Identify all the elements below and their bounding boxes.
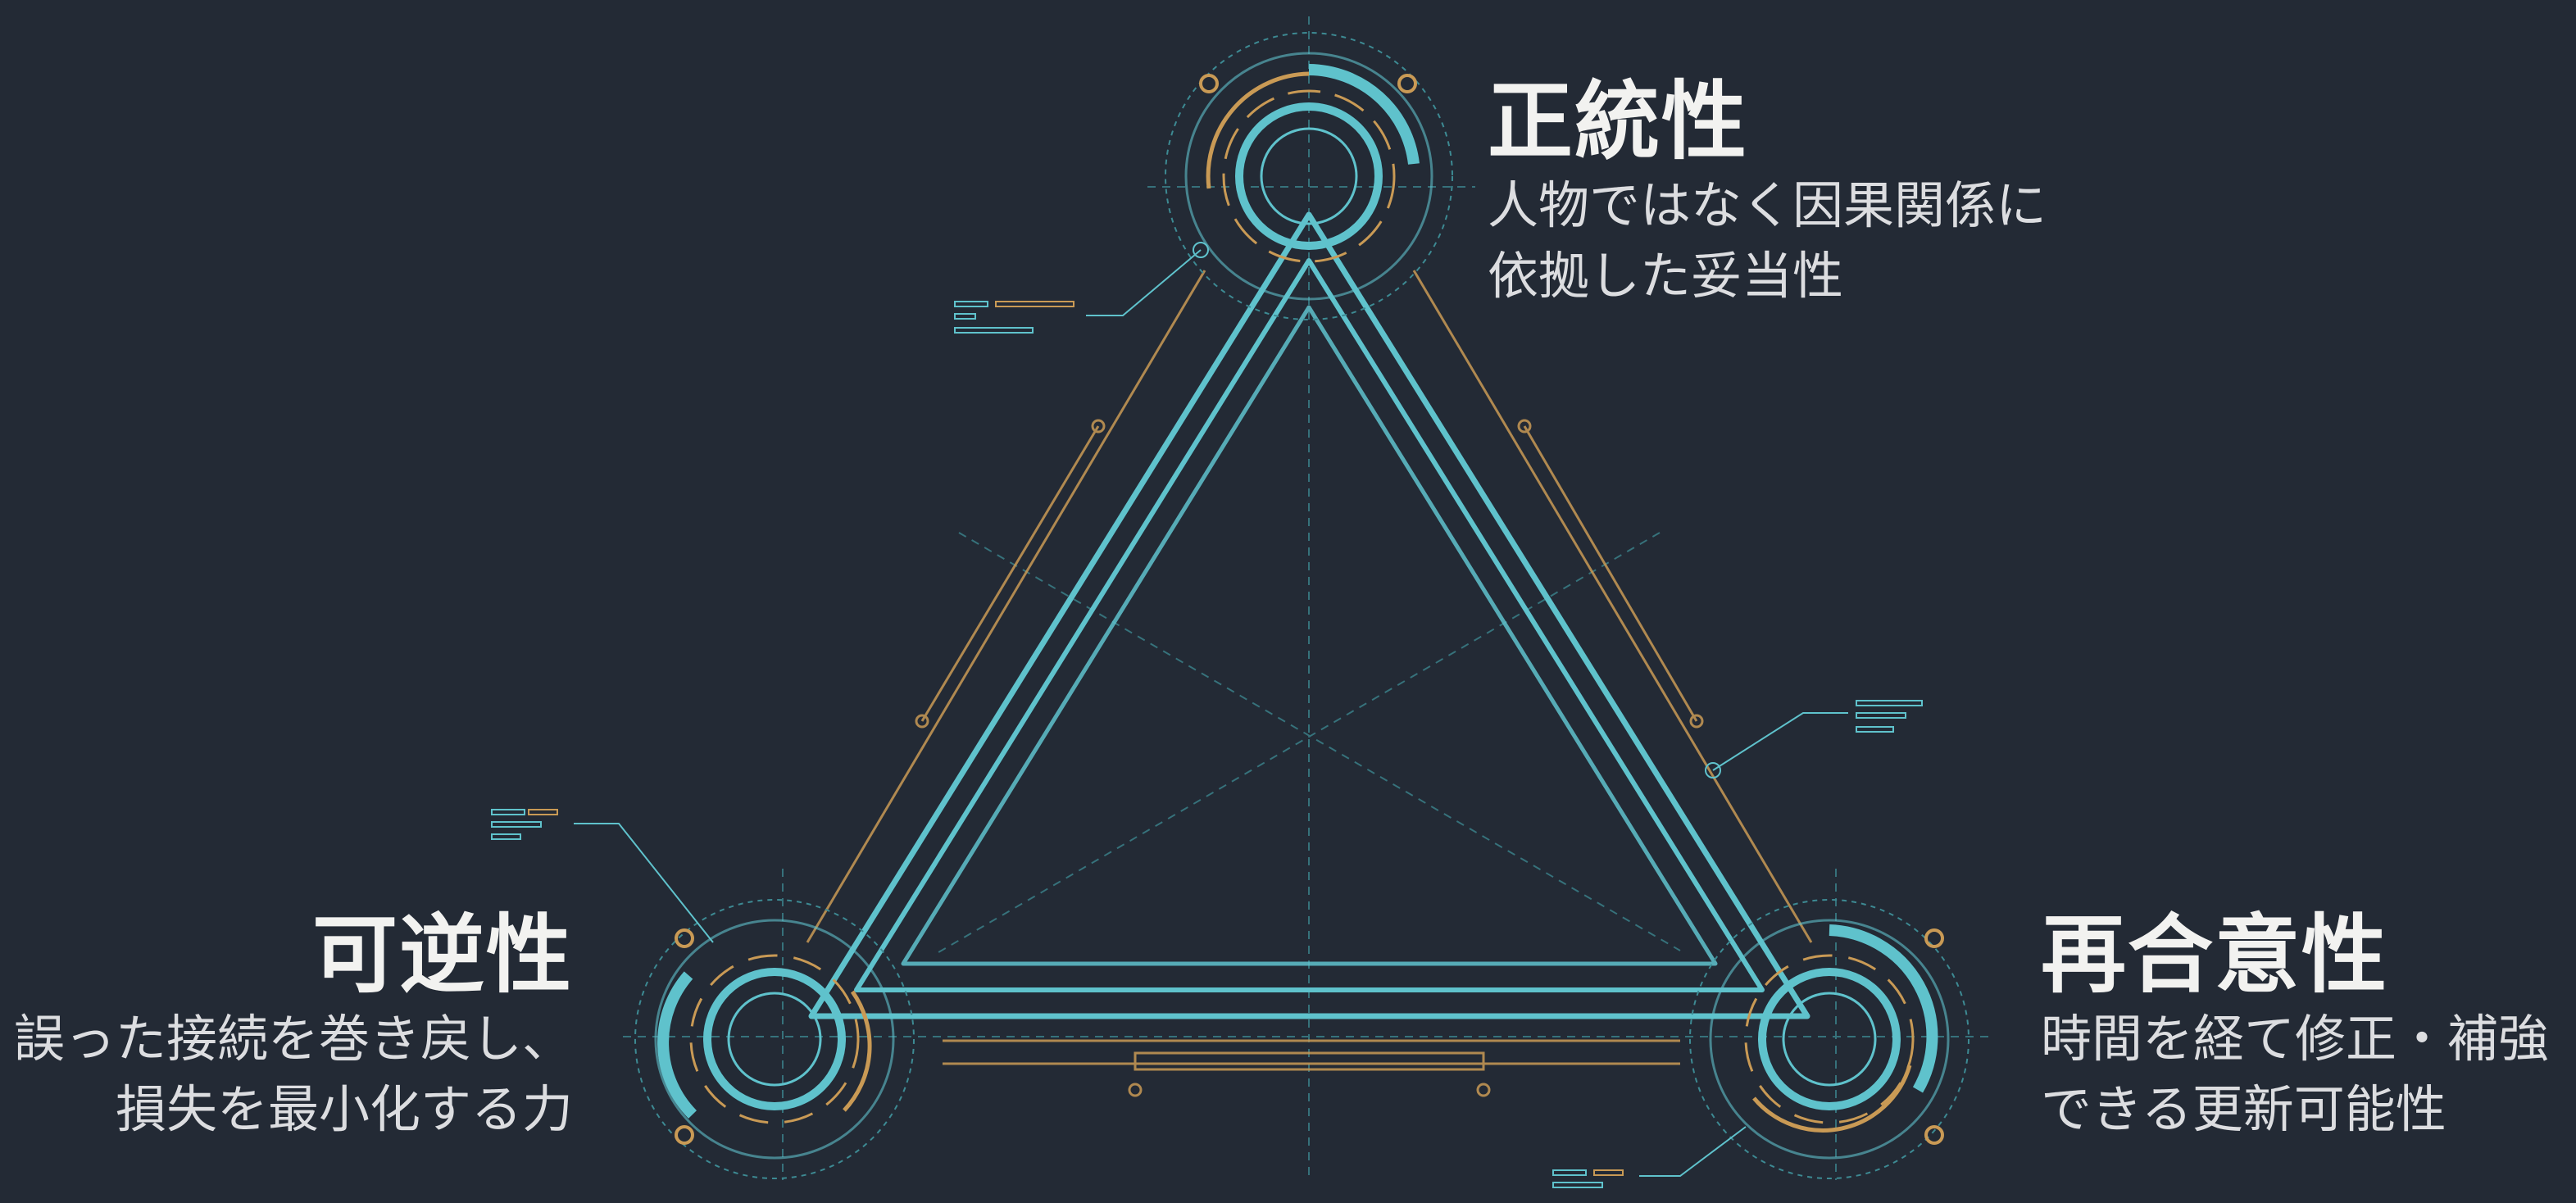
vertex-label-left: 可逆性 誤った接続を巻き戻し、 損失を最小化する力 <box>14 906 573 1145</box>
description-line: 損失を最小化する力 <box>115 1078 573 1139</box>
heading-reversibility: 可逆性 <box>311 904 573 1005</box>
right-node <box>1689 899 1969 1179</box>
description-line: できる更新可能性 <box>2041 1078 2447 1139</box>
description-line: 誤った接続を巻き戻し、 <box>13 1008 573 1069</box>
description-legitimacy: 人物ではなく因果関係に 依拠した妥当性 <box>1488 170 2047 311</box>
description-line: 依拠した妥当性 <box>1488 245 1844 306</box>
left-node <box>634 899 915 1179</box>
description-reversibility: 誤った接続を巻き戻し、 損失を最小化する力 <box>14 1004 573 1145</box>
main-triangle <box>808 211 1810 1019</box>
description-line: 時間を経て修正・補強 <box>2041 1008 2550 1069</box>
description-line: 人物ではなく因果関係に <box>1488 175 2047 235</box>
heading-legitimacy: 正統性 <box>1488 70 1749 171</box>
vertex-label-right: 再合意性 時間を経て修正・補強 できる更新可能性 <box>2041 906 2549 1145</box>
callout-marks <box>491 242 1923 1188</box>
vertex-label-top: 正統性 人物ではなく因果関係に 依拠した妥当性 <box>1488 72 2047 311</box>
top-node <box>1165 32 1453 320</box>
description-reconsensus: 時間を経て修正・補強 できる更新可能性 <box>2041 1004 2549 1145</box>
heading-reconsensus: 再合意性 <box>2041 904 2389 1005</box>
outer-gold-frame <box>806 270 1813 1097</box>
